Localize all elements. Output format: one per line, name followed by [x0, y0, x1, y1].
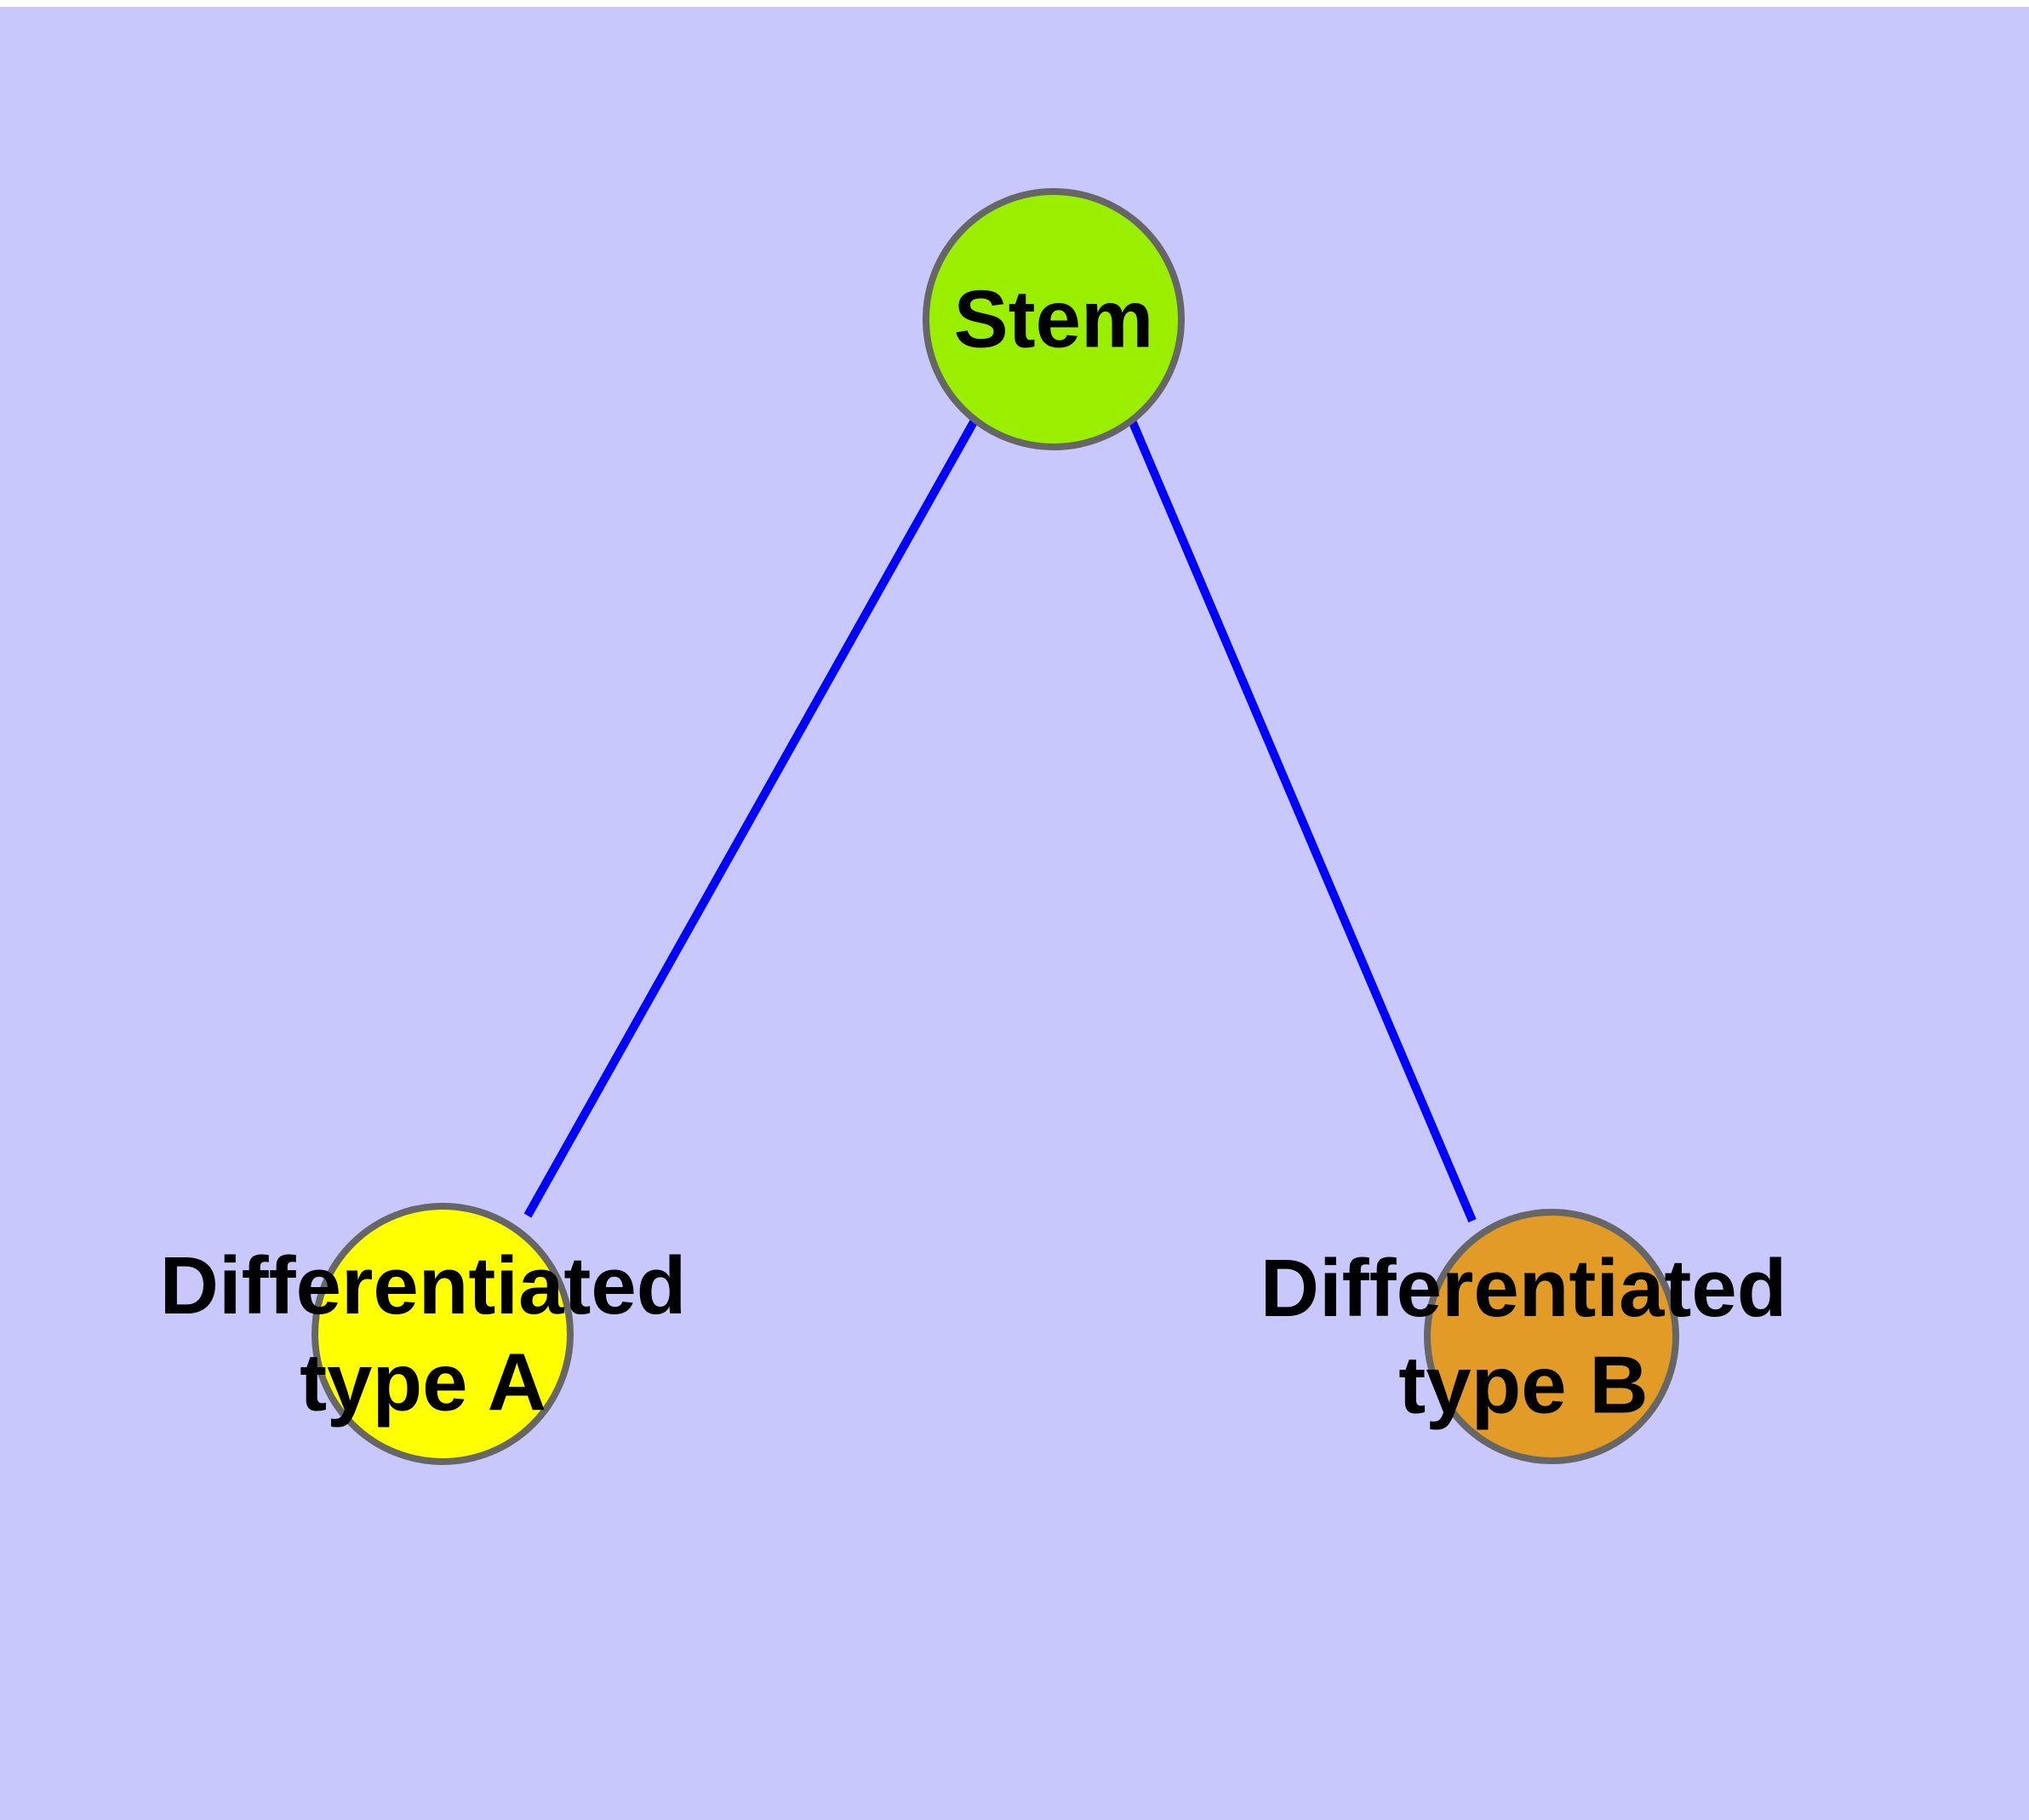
node-label-line: type A [300, 1336, 546, 1428]
edge-stem-to-diff-b[interactable] [1128, 419, 1477, 1222]
node-circle-stem[interactable] [923, 188, 1185, 450]
edge-stem-to-diff-a[interactable] [523, 418, 979, 1218]
node-label-line: Differentiated [160, 1240, 687, 1331]
nodes-group [311, 188, 1679, 1465]
node-label-stem: Stem [954, 274, 1154, 365]
node-label-line: type B [1398, 1339, 1648, 1430]
node-circle-diff_a[interactable] [311, 1203, 574, 1465]
node-label-line: Stem [954, 274, 1154, 365]
node-circle-diff_b[interactable] [1424, 1209, 1679, 1464]
node-label-line: Differentiated [1260, 1243, 1787, 1334]
edges-group [523, 418, 1477, 1222]
